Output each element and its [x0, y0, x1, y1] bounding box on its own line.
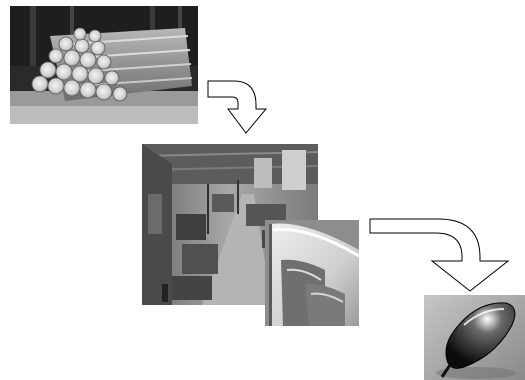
flow-arrow-2 [368, 217, 512, 293]
log-pile-photo [10, 6, 198, 124]
flow-arrow-1 [206, 77, 270, 135]
finished-product-photo [424, 295, 525, 380]
curved-laminated-wood-photo [265, 220, 359, 326]
